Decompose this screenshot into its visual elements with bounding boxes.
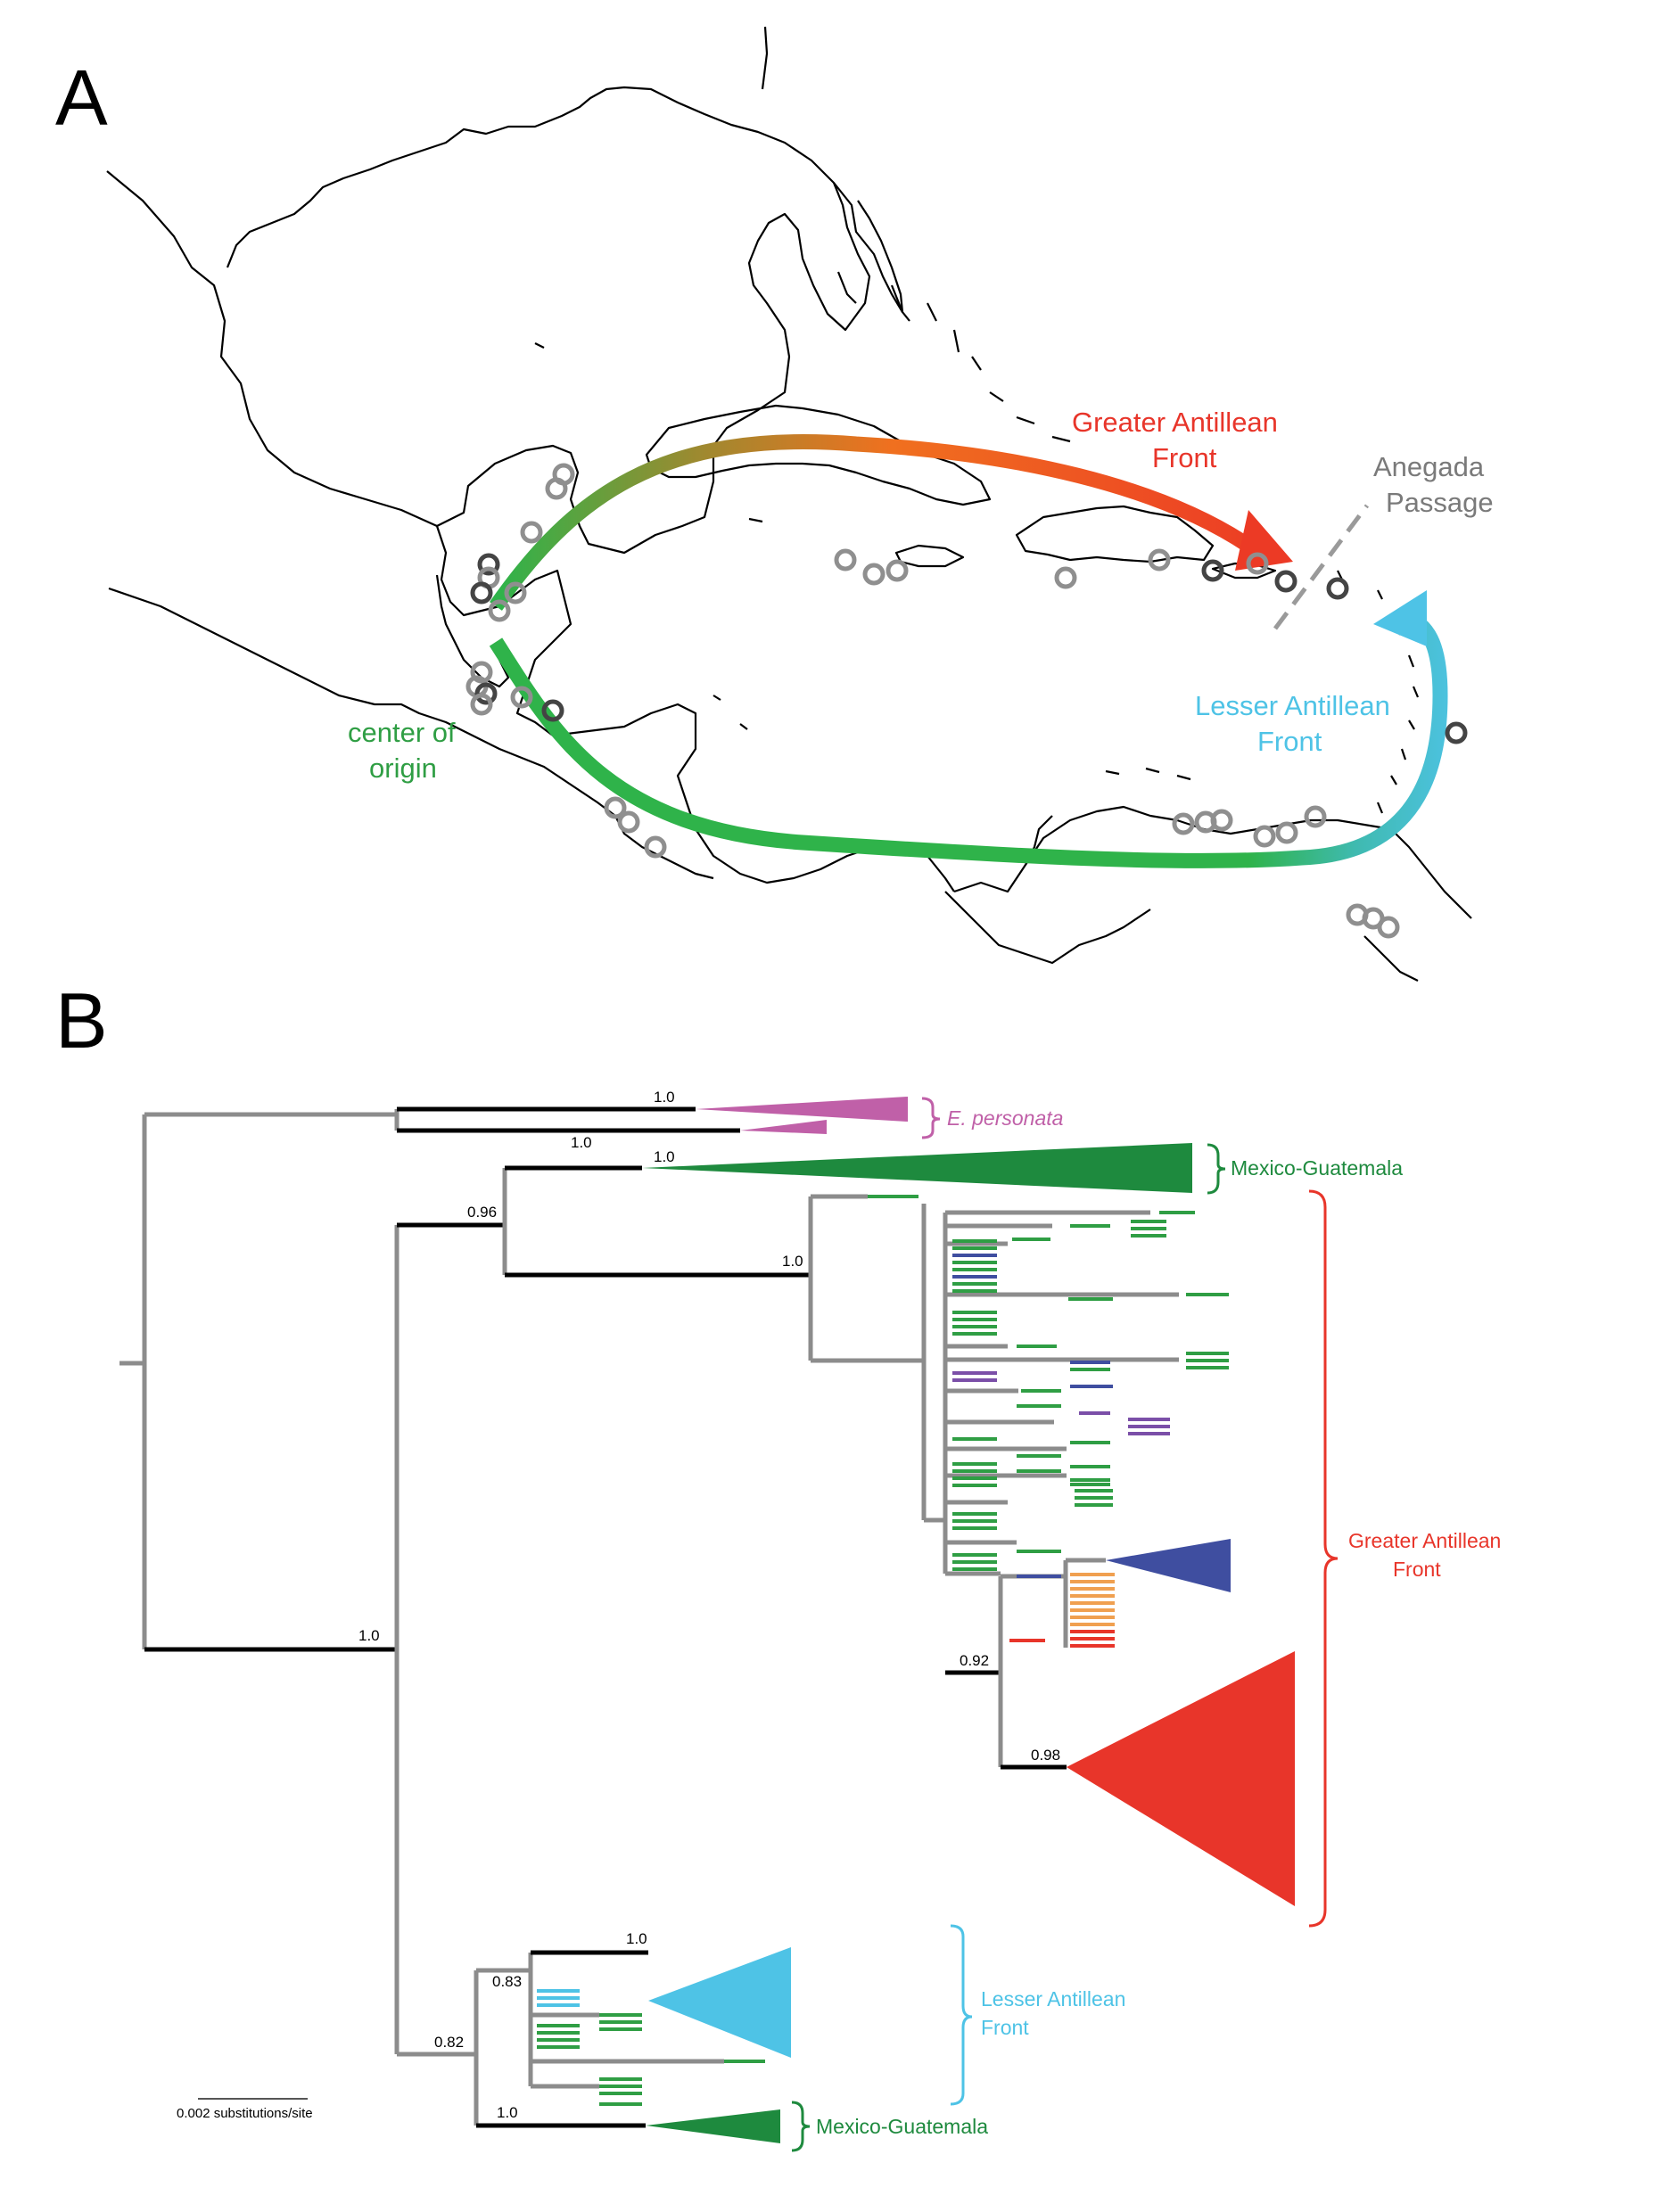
- sampling-site-marker: [520, 521, 543, 544]
- sampling-site-marker: [1054, 566, 1077, 589]
- greater-antillean-label-line1: Greater Antillean: [1072, 407, 1278, 438]
- sampling-site-marker: [477, 553, 500, 576]
- support-082: 0.82: [434, 2034, 464, 2051]
- sampling-site-marker: [862, 563, 886, 586]
- sampling-site-marker: [1246, 552, 1269, 575]
- lesser-antillean-arrow: [489, 608, 1448, 868]
- sampling-site-marker: [604, 796, 627, 819]
- sampling-sites: [465, 463, 1468, 939]
- sampling-site-marker: [1210, 809, 1233, 832]
- support-096: 0.96: [467, 1204, 497, 1221]
- support-092: 0.92: [960, 1652, 989, 1669]
- clade-label-laf-line2: Front: [981, 2016, 1029, 2039]
- clade-laf-cyan-triangle: [648, 1947, 791, 2058]
- clade-mexico-guatemala-top-triangle: [642, 1143, 1192, 1193]
- sampling-site-marker: [1172, 812, 1195, 835]
- support-root: 1.0: [358, 1627, 380, 1644]
- sampling-site-marker: [1326, 577, 1349, 600]
- center-of-origin-line1: center of: [348, 717, 456, 748]
- sampling-site-marker: [644, 835, 667, 859]
- anegada-passage-line: [1273, 504, 1370, 630]
- support-gaf-crown: 1.0: [782, 1253, 803, 1270]
- sampling-site-marker: [1445, 721, 1468, 744]
- sampling-site-marker: [1304, 805, 1327, 828]
- phylogenetic-tree: [119, 1106, 1179, 2128]
- clade-label-laf-line1: Lesser Antillean: [981, 1987, 1125, 2011]
- clade-navy-triangle: [1106, 1539, 1231, 1592]
- brace-mexico-guatemala-top: [1207, 1143, 1226, 1195]
- panel-b-letter: B: [55, 976, 108, 1065]
- brace-greater-antillean: [1308, 1189, 1339, 1928]
- tree-tips: [537, 1195, 1229, 2106]
- lesser-antillean-label-line1: Lesser Antillean: [1195, 690, 1390, 721]
- anegada-label-line1: Anegada: [1373, 451, 1485, 482]
- sampling-site-marker: [474, 682, 498, 705]
- clade-mexico-guatemala-bottom-triangle: [646, 2109, 780, 2143]
- support-persona: 1.0: [654, 1089, 675, 1106]
- clade-e-personata-triangle-1: [696, 1097, 908, 1122]
- clade-gaf-red-triangle: [1067, 1651, 1295, 1906]
- clade-e-personata-triangle-2: [740, 1120, 827, 1134]
- support-mexgua-clade: 1.0: [654, 1148, 675, 1165]
- sampling-site-marker: [1201, 559, 1224, 582]
- support-098: 0.98: [1031, 1747, 1060, 1764]
- support-mexgua-stem: 1.0: [571, 1134, 592, 1151]
- scale-bar-label: 0.002 substitutions/site: [177, 2106, 313, 2121]
- clade-label-gaf-line2: Front: [1393, 1558, 1441, 1581]
- brace-mexico-guatemala-bottom: [791, 2101, 811, 2152]
- support-083: 0.83: [492, 1973, 522, 1990]
- brace-e-personata: [921, 1097, 941, 1139]
- sampling-site-marker: [1253, 825, 1276, 848]
- anegada-label-line2: Passage: [1386, 487, 1494, 518]
- sampling-site-marker: [510, 686, 533, 709]
- sampling-site-marker: [886, 559, 909, 582]
- clade-label-mexico-guatemala-bottom: Mexico-Guatemala: [816, 2115, 988, 2138]
- panel-a-letter: A: [55, 53, 108, 142]
- greater-antillean-arrow: [490, 433, 1253, 611]
- sampling-site-marker: [1274, 570, 1297, 593]
- sampling-site-marker: [1275, 821, 1298, 844]
- sampling-site-marker: [1377, 916, 1400, 939]
- clade-label-mexico-guatemala-top: Mexico-Guatemala: [1231, 1156, 1403, 1180]
- sampling-site-marker: [834, 548, 857, 572]
- clade-label-gaf-line1: Greater Antillean: [1348, 1529, 1501, 1552]
- greater-antillean-label-line2: Front: [1152, 442, 1217, 473]
- sampling-site-marker: [541, 699, 564, 722]
- clade-label-e-personata: E. personata: [947, 1106, 1063, 1130]
- sampling-site-marker: [617, 810, 640, 834]
- sampling-site-marker: [1148, 548, 1171, 572]
- brace-lesser-antillean: [950, 1924, 973, 2106]
- support-mg2: 1.0: [497, 2104, 518, 2121]
- sampling-site-marker: [504, 581, 527, 604]
- support-laf-clade: 1.0: [626, 1930, 647, 1947]
- sampling-site-marker: [470, 581, 493, 604]
- sampling-site-marker: [470, 693, 493, 716]
- sampling-site-marker: [488, 599, 511, 622]
- center-of-origin-line2: origin: [369, 752, 437, 784]
- greater-antillean-arrowhead: [1235, 510, 1293, 571]
- sampling-site-marker: [545, 477, 568, 500]
- lesser-antillean-arrowhead: [1373, 590, 1427, 646]
- lesser-antillean-label-line2: Front: [1257, 726, 1322, 757]
